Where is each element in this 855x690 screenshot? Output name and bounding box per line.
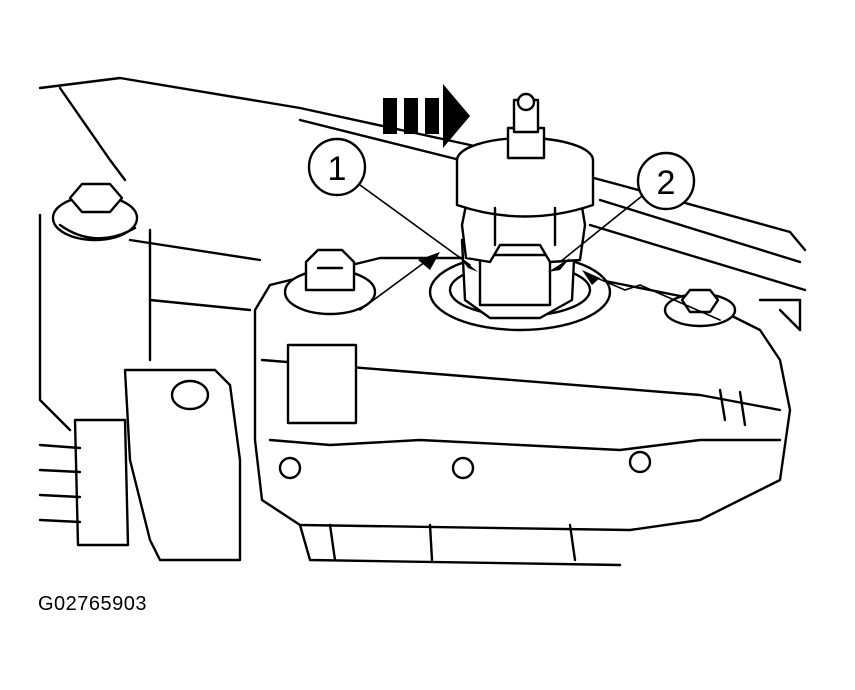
flange-bolt-left bbox=[51, 182, 139, 242]
pressure-switch bbox=[455, 92, 595, 320]
callout-2: 2 bbox=[548, 151, 721, 321]
housing-outline bbox=[38, 76, 807, 432]
callout-1: 1 bbox=[307, 137, 478, 311]
callout-2-label: 2 bbox=[657, 164, 676, 202]
cover-bolt-center bbox=[283, 248, 377, 316]
figure-id: G02765903 bbox=[38, 593, 148, 615]
wiring-connector bbox=[38, 368, 242, 562]
triple-chevron-right-arrow-icon bbox=[383, 84, 470, 148]
callout-1-label: 1 bbox=[328, 150, 347, 188]
valve-body-cover bbox=[253, 256, 792, 567]
